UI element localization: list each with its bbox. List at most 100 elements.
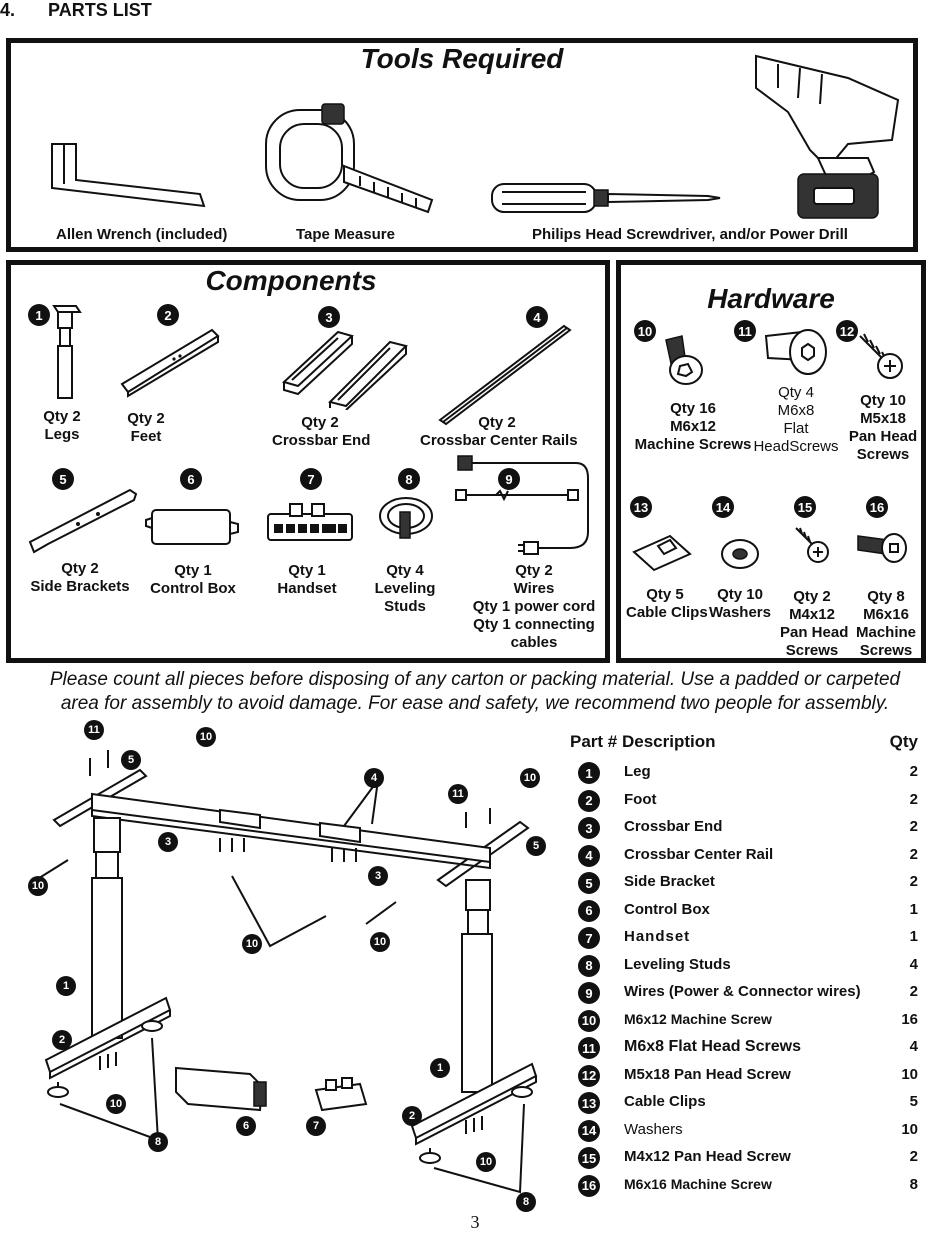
part-number-badge: 6	[578, 899, 600, 922]
cable-clip-icon	[632, 534, 692, 572]
washer-icon	[721, 539, 759, 569]
small-pan-head-screw-icon	[795, 527, 829, 563]
pan-head-screw-icon	[859, 333, 903, 379]
part-number-badge: 16	[578, 1174, 600, 1197]
assembly-note-line-2: area for assembly to avoid damage. For e…	[60, 693, 890, 714]
parts-table-header-part: Part #	[570, 732, 618, 751]
diagram-callout-10g: 10	[476, 1152, 496, 1172]
part-number-badge: 15	[578, 1147, 600, 1169]
parts-table-header-qty: Qty	[889, 732, 918, 751]
part-number-badge: 7	[578, 927, 600, 949]
component-number-2: 2	[157, 304, 179, 326]
leveling-stud-icon	[379, 497, 433, 539]
component-number-9: 9	[498, 468, 520, 490]
diagram-callout-3b: 3	[368, 866, 388, 886]
part-number-badge: 13	[578, 1092, 600, 1114]
component-number-7: 7	[300, 468, 322, 490]
diagram-callout-11b: 11	[448, 784, 468, 804]
assembly-diagram	[35, 750, 538, 1194]
long-machine-screw-icon	[857, 533, 907, 563]
leg-icon	[52, 305, 82, 399]
tools-required-title: Tools Required	[360, 43, 564, 74]
tools-required-box: Tools Required	[6, 38, 918, 252]
side-bracket-icon	[28, 488, 138, 554]
screwdriver-drill-icon	[491, 54, 900, 219]
part-number-badge: 14	[578, 1119, 600, 1142]
page-number: 3	[470, 1212, 480, 1232]
crossbar-end-icon	[282, 330, 408, 410]
section-number: 4.	[0, 0, 16, 20]
diagram-callout-8a: 8	[148, 1132, 168, 1152]
section-title: PARTS LIST	[48, 0, 152, 20]
diagram-callout-1a: 1	[56, 976, 76, 996]
wires-icon	[455, 455, 589, 555]
allen-wrench-icon	[51, 143, 206, 208]
part-number-badge: 1	[578, 762, 600, 784]
components-box: Components	[6, 260, 610, 663]
diagram-callout-3a: 3	[158, 832, 178, 852]
diagram-callout-2a: 2	[52, 1030, 72, 1050]
diagram-callout-10a: 10	[196, 727, 216, 747]
control-box-icon	[145, 509, 239, 545]
component-number-6: 6	[180, 468, 202, 490]
hardware-number-13: 13	[630, 496, 652, 518]
part-number-badge: 8	[578, 954, 600, 977]
component-number-4: 4	[526, 306, 548, 328]
component-number-1: 1	[28, 304, 50, 326]
component-number-5: 5	[52, 468, 74, 490]
tool-label-allen-wrench: Allen Wrench (included)	[56, 226, 228, 243]
part-number-badge: 12	[578, 1064, 600, 1087]
diagram-callout-10b: 10	[520, 768, 540, 788]
component-number-3: 3	[318, 306, 340, 328]
diagram-callout-10d: 10	[242, 934, 262, 954]
crossbar-rail-icon	[438, 324, 572, 426]
tool-label-screwdriver-drill: Philips Head Screwdriver, and/or Power D…	[532, 226, 848, 243]
part-number-badge: 11	[578, 1037, 600, 1059]
handset-icon	[267, 503, 353, 541]
part-number-badge: 5	[578, 872, 600, 894]
component-number-8: 8	[398, 468, 420, 490]
part-number-badge: 10	[578, 1009, 600, 1032]
diagram-callout-10c: 10	[28, 876, 48, 896]
diagram-callout-2b: 2	[402, 1106, 422, 1126]
hardware-title: Hardware	[707, 283, 835, 314]
diagram-callout-10e: 10	[370, 932, 390, 952]
parts-table-header-description: Description	[622, 732, 716, 751]
part-number-badge: 9	[578, 982, 600, 1004]
part-number-badge: 2	[578, 789, 600, 812]
hardware-number-10: 10	[634, 320, 656, 342]
diagram-callout-11a: 11	[84, 720, 104, 740]
diagram-callout-5b: 5	[526, 836, 546, 856]
diagram-callout-7: 7	[306, 1116, 326, 1136]
part-number-badge: 4	[578, 844, 600, 867]
diagram-callout-8b: 8	[516, 1192, 536, 1212]
hardware-number-15: 15	[794, 496, 816, 518]
